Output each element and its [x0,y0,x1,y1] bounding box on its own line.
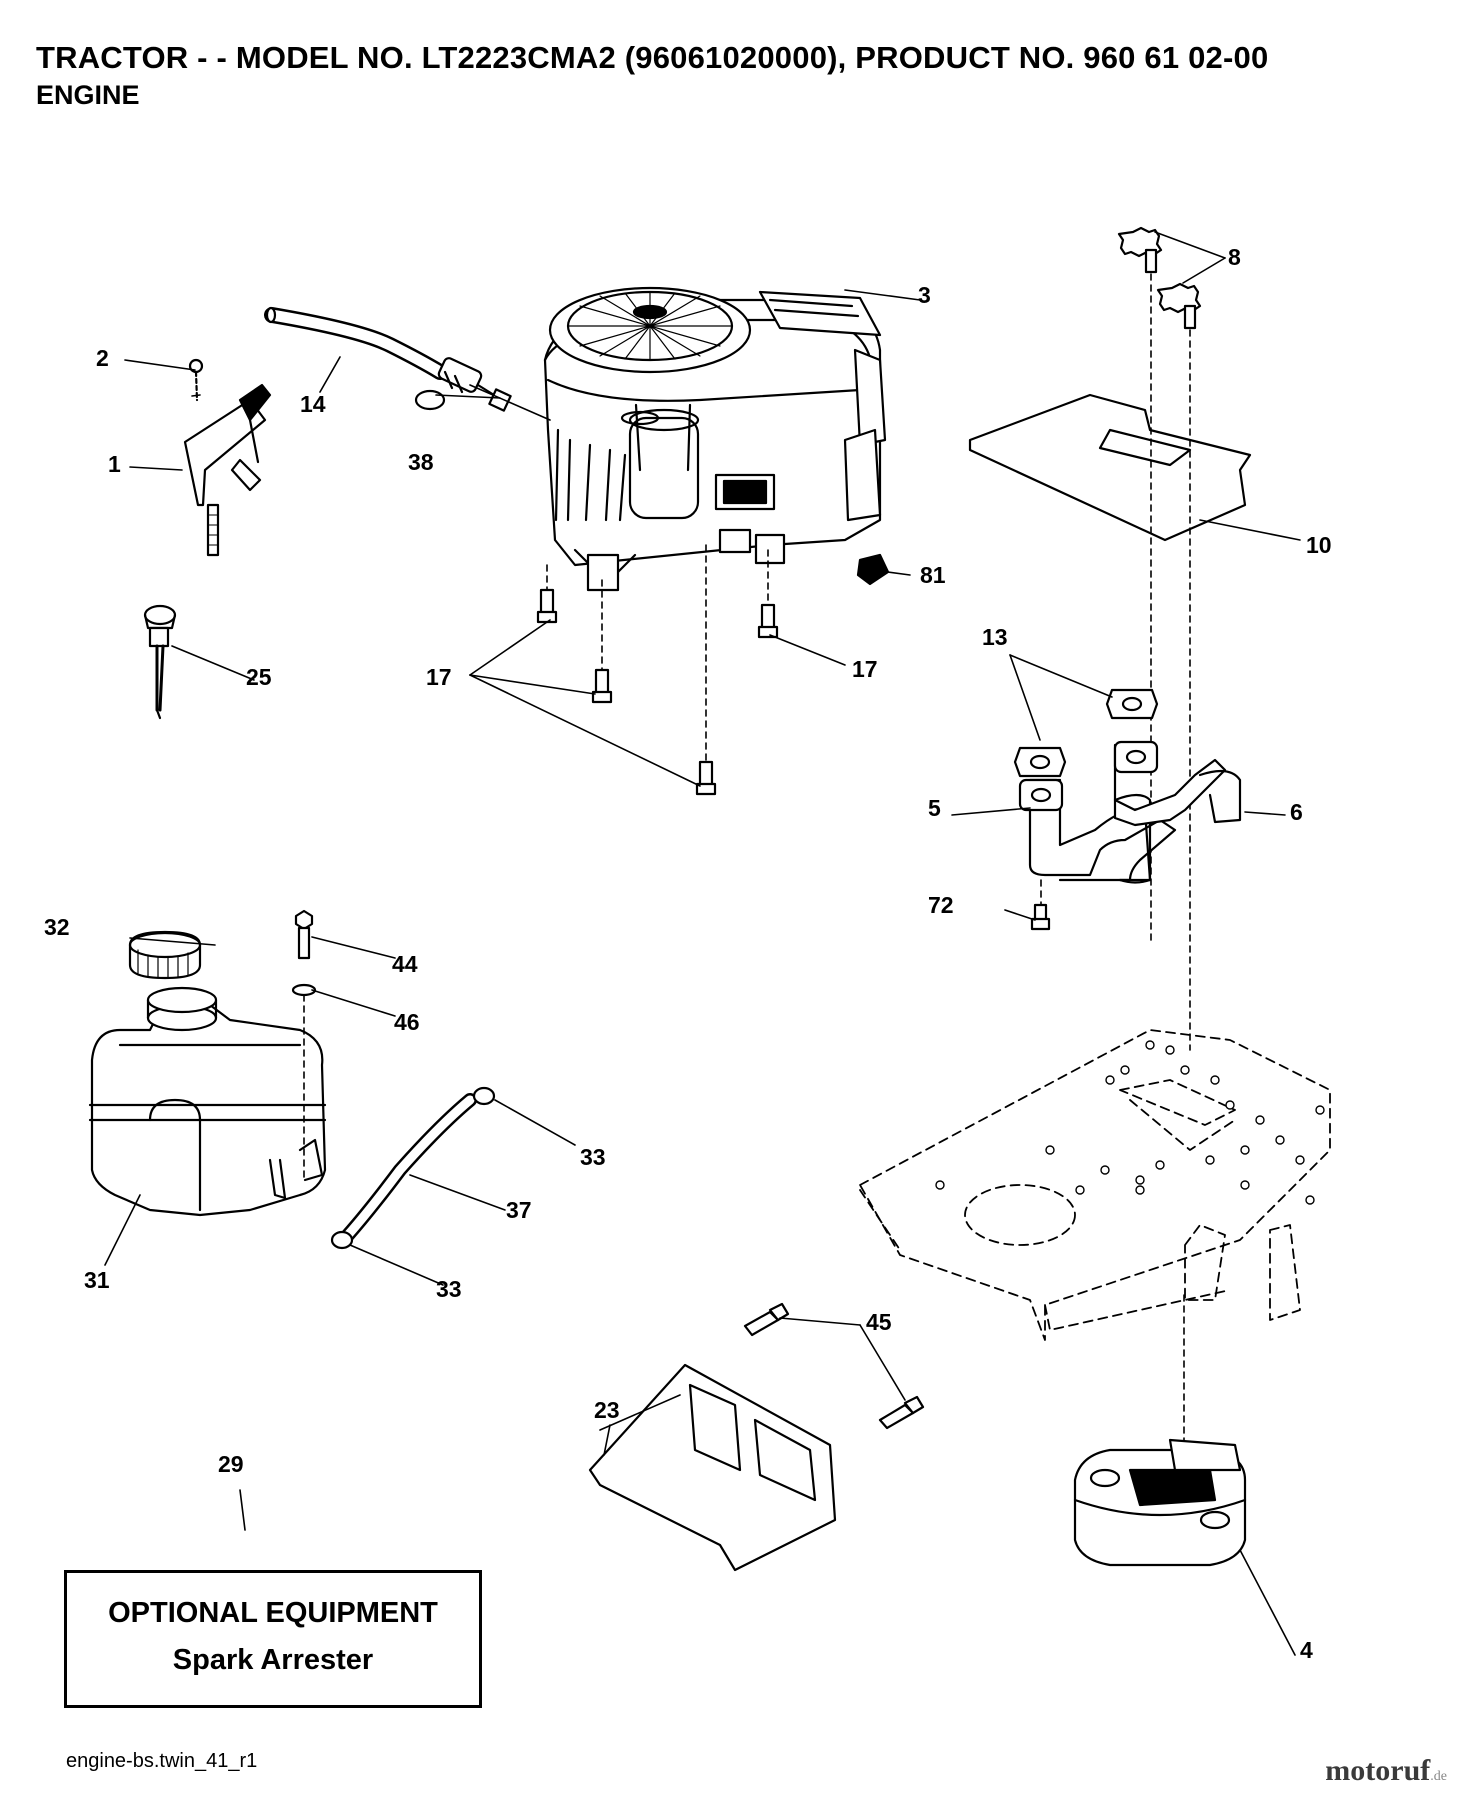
callout-72: 72 [928,892,954,918]
optional-equipment-item: Spark Arrester [172,1644,374,1676]
callout-17a: 17 [426,664,452,690]
throttle-control [183,358,272,557]
chassis-frame [859,1029,1331,1341]
callout-46: 46 [394,1009,420,1035]
callout-33b: 33 [436,1276,462,1302]
callout-6: 6 [1290,799,1303,825]
optional-equipment-box: OPTIONAL EQUIPMENT Spark Arrester [64,1570,482,1708]
callout-1: 1 [108,451,121,477]
shield-bolt [1117,226,1202,330]
muffler [1073,1438,1247,1567]
callout-32: 32 [44,914,70,940]
fuel-shutoff-valve [414,357,512,412]
callout-3: 3 [918,282,931,308]
callout-44: 44 [392,951,418,977]
callout-13: 13 [982,624,1008,650]
callout-33a: 33 [580,1144,606,1170]
callout-31: 31 [84,1267,110,1293]
fuel-tank [88,986,327,1217]
callout-45: 45 [866,1309,892,1335]
heat-shield [968,393,1252,542]
callout-14: 14 [300,391,326,417]
callout-23: 23 [594,1397,620,1423]
callout-10: 10 [1306,532,1332,558]
exhaust-gasket [1013,688,1159,778]
choke-knob [143,604,177,720]
engine-bolt [536,588,779,796]
page-title: TRACTOR - - MODEL NO. LT2223CMA2 (960610… [36,40,1269,75]
callout-37: 37 [506,1197,532,1223]
callout-5: 5 [928,795,941,821]
callout-29: 29 [218,1451,244,1477]
watermark-brand: motoruf [1325,1754,1431,1787]
exhaust-pipe-2 [1113,740,1242,827]
callout-labels: 1 2 3 4 5 6 8 10 13 14 17 17 23 25 29 31… [44,244,1332,1663]
exhaust-bolt [1030,903,1051,931]
page-subtitle: ENGINE [36,80,140,110]
callout-4: 4 [1300,1637,1313,1663]
engine-part [543,286,887,592]
callout-38: 38 [408,449,434,475]
fuel-cap [128,930,202,980]
diagram-code: engine-bs.twin_41_r1 [66,1750,258,1772]
callout-2: 2 [96,345,109,371]
heat-deflector [588,1363,837,1572]
deflector-screw [743,1302,925,1430]
optional-equipment-title: OPTIONAL EQUIPMENT [108,1597,438,1629]
callout-81: 81 [920,562,946,588]
tank-screw [291,909,317,997]
callout-8: 8 [1228,244,1241,270]
watermark-tld: .de [1430,1769,1447,1784]
callout-17b: 17 [852,656,878,682]
callout-25: 25 [246,664,272,690]
watermark-logo: motoruf.de [1325,1754,1447,1788]
